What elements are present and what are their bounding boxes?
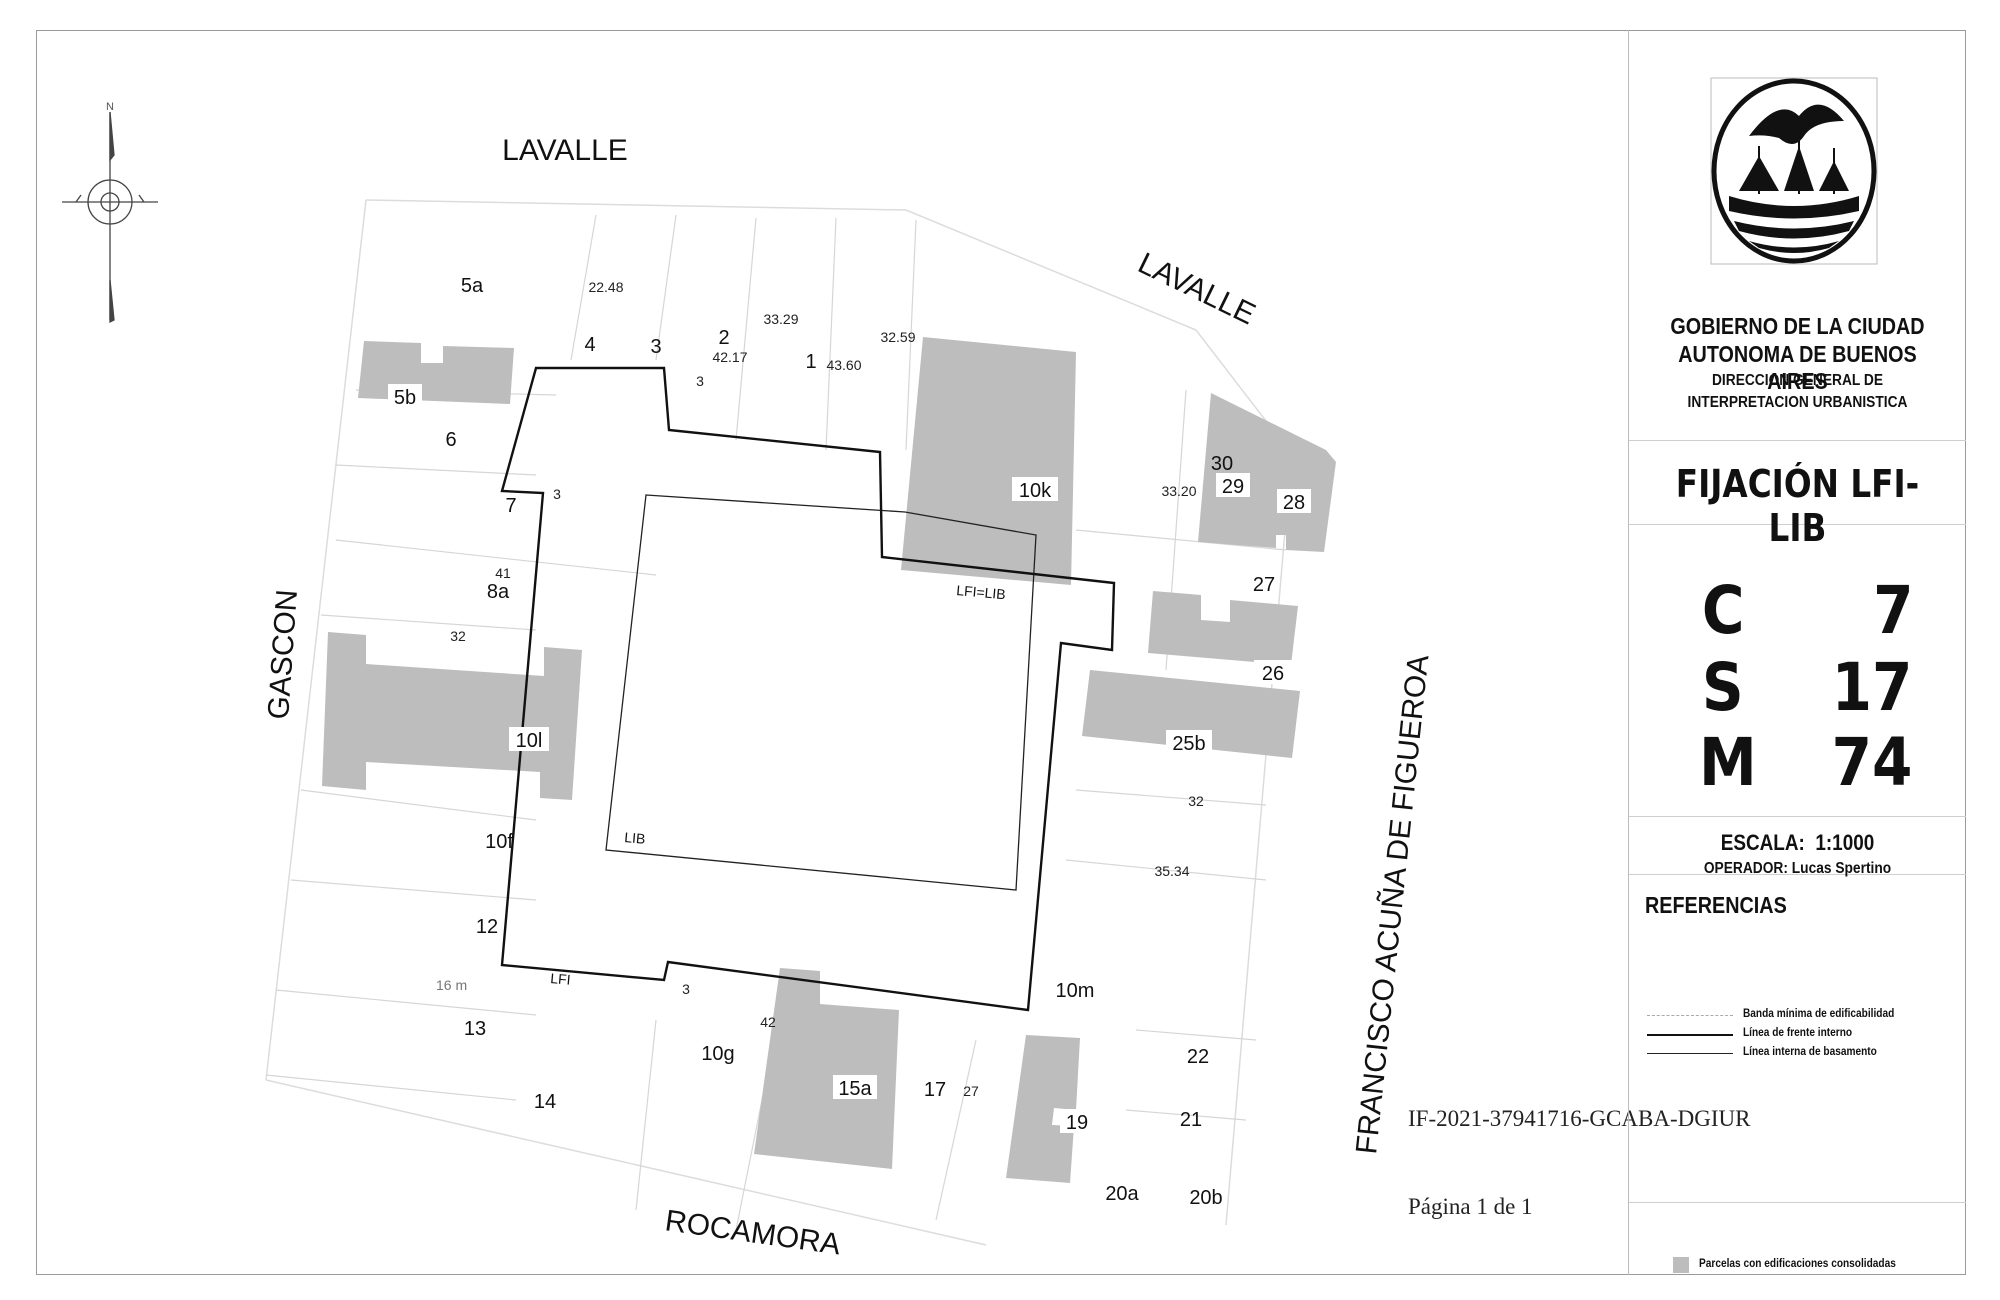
parcel-28: 28 [1283,492,1305,514]
c-value: 7 [1873,572,1914,649]
parcel-8a: 8a [487,581,510,603]
parcel-13: 13 [464,1018,486,1040]
parcel-10f: 10f [485,831,513,853]
operator-value: Lucas Spertino [1791,860,1892,877]
building-25b [1082,670,1300,758]
parcel-6: 6 [445,429,456,451]
city-emblem [1710,77,1878,265]
dir-line-1: DIRECCION GENERAL DE [1711,372,1884,389]
dim-3-left: 3 [553,486,561,502]
label-lib: LIB [624,829,646,847]
dim-3-bottom: 3 [682,981,690,997]
dim-41: 41 [495,565,511,581]
parcel-5a: 5a [461,275,484,297]
lib-line [605,494,1037,891]
north-arrow [62,111,158,324]
street-lavalle-right: LAVALLE [1133,247,1260,332]
label-lfi-lib: LFI=LIB [956,582,1007,602]
legend-parcels-text: Parcelas con edificaciones consolidadas [1699,1258,1896,1270]
m-value: 74 [1831,724,1913,801]
dim-33-29: 33.29 [763,311,798,327]
dim-27: 27 [963,1083,979,1099]
dim-32-right: 32 [1188,793,1204,809]
scale-label: ESCALA: [1720,830,1805,855]
parcel-12: 12 [476,916,498,938]
parcel-7: 7 [505,495,516,517]
operator-label: OPERADOR: [1703,860,1788,877]
ref-row-3: Línea interna de basamento [1647,1046,1947,1062]
parcel-14: 14 [534,1091,556,1113]
parcel-27: 27 [1253,574,1275,596]
sheet-frame [36,30,1966,1275]
parcel-22: 22 [1187,1046,1209,1068]
building-10l [322,632,582,800]
parcel-10l: 10l [516,730,543,752]
dim-35-34: 35.34 [1154,863,1189,879]
scale: ESCALA: 1:1000 [1653,830,1943,856]
parcel-30: 30 [1211,453,1233,475]
dim-22-48: 22.48 [588,279,623,295]
street-figueroa: FRANCISCO ACUÑA DE FIGUEROA [1349,653,1435,1156]
block-outline [265,199,1297,1246]
legend-swatch [1673,1257,1689,1273]
ref-row-2: Línea de frente interno [1647,1027,1947,1043]
building-5b [358,341,514,404]
c-label: C [1701,572,1745,649]
building-19 [1006,1035,1080,1183]
street-lavalle-top: LAVALLE [502,134,628,167]
dim-32-left: 32 [450,628,466,644]
parcel-2: 2 [718,327,729,349]
parcel-10g: 10g [701,1043,734,1065]
parcel-20a: 20a [1105,1183,1139,1205]
page-number: Página 1 de 1 [1408,1194,1533,1219]
building-15a [754,968,899,1169]
s-value: 17 [1831,649,1913,726]
gov-line-2: AUTONOMA DE BUENOS AIRES [1678,341,1917,394]
ref-2-text: Línea de frente interno [1743,1027,1853,1039]
ref-3-text: Línea interna de basamento [1743,1046,1877,1058]
dim-32-59: 32.59 [880,329,915,345]
parcel-1: 1 [805,351,816,373]
lfi-line [500,366,1116,1012]
label-lfi: LFI [550,970,572,988]
dim-43-60: 43.60 [826,357,861,373]
parcel-3: 3 [650,336,661,358]
parcel-15a: 15a [838,1078,872,1100]
parcel-17: 17 [924,1079,946,1101]
dim-42-17: 42.17 [712,349,747,365]
references-title: REFERENCIAS [1645,892,1787,918]
buildings [322,337,1336,1183]
parcel-19: 19 [1066,1112,1088,1134]
dim-33-20: 33.20 [1161,483,1196,499]
document-id: IF-2021-37941716-GCABA-DGIUR [1408,1106,1751,1131]
operator: OPERADOR: Lucas Spertino [1653,860,1943,878]
dim-3-top: 3 [696,373,704,389]
ref-1-text: Banda mínima de edificabilidad [1743,1008,1895,1020]
cadastral-map: N LAVALLE LAVALLE GASCON ROCAMORA FRANCI… [62,101,1435,1262]
parcel-21: 21 [1180,1109,1202,1131]
gov-line-1: GOBIERNO DE LA CIUDAD [1670,313,1925,339]
parcel-29: 29 [1222,476,1244,498]
street-rocamora: ROCAMORA [663,1204,843,1261]
m-label: M [1698,724,1757,801]
dir-line-2: INTERPRETACION URBANISTICA [1687,394,1908,411]
dim-42: 42 [760,1014,776,1030]
parcel-10m: 10m [1056,980,1095,1002]
parcel-4: 4 [584,334,595,356]
building-26 [1148,591,1298,665]
street-gascon: GASCON [262,588,304,720]
sheet-title: FIJACIÓN LFI-LIB [1675,462,1920,550]
title-block: GOBIERNO DE LA CIUDAD AUTONOMA DE BUENOS… [1628,30,1966,1275]
parcel-25b: 25b [1172,733,1205,755]
ref-row-1: Banda mínima de edificabilidad [1647,1008,1947,1024]
parcel-26: 26 [1262,663,1284,685]
building-10k [901,337,1076,585]
parcel-10k: 10k [1019,480,1052,502]
s-label: S [1701,649,1744,726]
dim-16m: 16 m [436,977,467,993]
north-label: N [106,101,114,113]
scale-value: 1:1000 [1815,830,1875,855]
parcel-20b: 20b [1189,1187,1222,1209]
parcel-5b: 5b [394,387,416,409]
